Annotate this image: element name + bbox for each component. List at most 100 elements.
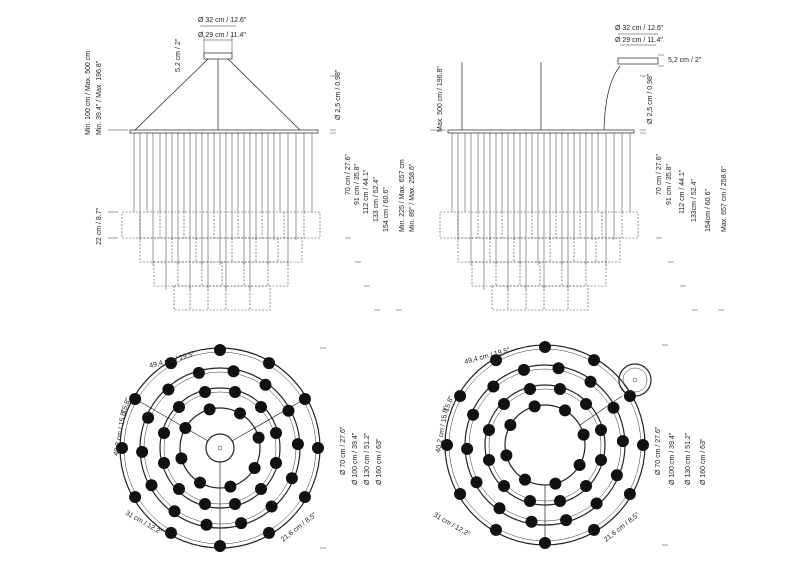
- light-head: [199, 386, 211, 398]
- light-head: [168, 505, 181, 518]
- light-head: [252, 431, 265, 444]
- tier-drop-3: 112 cm / 44.1": [363, 169, 370, 214]
- total-range-label: Min. 225 / Max. 657 cm: [399, 159, 406, 232]
- light-head: [637, 439, 649, 451]
- light-head: [539, 537, 551, 549]
- light-head: [265, 500, 278, 513]
- light-head: [270, 457, 282, 469]
- light-head: [248, 462, 261, 474]
- light-head: [487, 380, 500, 393]
- light-head: [616, 435, 629, 448]
- light-head: [129, 393, 142, 405]
- tier-drop-1: 70 cm / 27.6": [345, 153, 352, 195]
- canopy-inner-diameter: Ø 29 cm / 11.4": [615, 37, 663, 44]
- tier-drop-4: 133 cm / 52.4": [373, 177, 380, 222]
- light-head: [461, 442, 474, 455]
- drop-cables: [133, 133, 313, 290]
- center-hub: [205, 433, 235, 463]
- ring-diameter-160: Ø 160 cm / 63": [700, 438, 707, 485]
- light-head: [255, 483, 267, 495]
- light-head: [524, 383, 536, 395]
- light-head: [519, 473, 531, 486]
- light-head: [165, 526, 177, 539]
- arc-bottom-left-label: 31 cm / 12,2": [124, 510, 163, 537]
- light-head: [441, 439, 453, 451]
- tier-drop-2: 91 cm / 35.8": [354, 163, 361, 205]
- light-head: [229, 498, 241, 510]
- arc-bottom-right-label: 21,6 cm / 8,5": [280, 511, 319, 543]
- light-head: [203, 403, 216, 416]
- light-head: [528, 400, 541, 413]
- light-head: [573, 459, 586, 471]
- light-head: [165, 357, 177, 370]
- light-head: [588, 523, 600, 536]
- ring-diameter-70: Ø 70 cm / 27.6": [655, 426, 662, 475]
- canopy-height-label: 5,2 cm / 2": [668, 57, 702, 64]
- light-head: [175, 452, 188, 465]
- top-ring: [447, 129, 635, 134]
- light-heads: [441, 341, 649, 549]
- light-head: [504, 419, 517, 431]
- light-head: [467, 408, 480, 421]
- right-plan-view: 49,4 cm / 19,5" 15,8" 40,2 cm / 15,8" 31…: [432, 341, 707, 549]
- light-head: [610, 469, 623, 482]
- light-head: [214, 344, 226, 356]
- light-head: [498, 398, 510, 410]
- ring-diameter-130: Ø 130 cm / 51.2": [364, 432, 371, 485]
- canopy-inner-diameter: Ø 29 cm / 11.4": [198, 32, 246, 39]
- ring-diameter-130: Ø 130 cm / 51.2": [685, 432, 692, 485]
- light-head: [224, 480, 237, 493]
- light-head: [145, 479, 158, 492]
- ring-diameter-100: Ø 100 cm / 39.4": [669, 432, 676, 485]
- light-head: [498, 480, 510, 492]
- light-head: [282, 404, 295, 417]
- light-head: [623, 488, 636, 500]
- tier-drop-5: 154cm / 60.6": [705, 189, 712, 232]
- light-head: [142, 411, 155, 424]
- light-head: [524, 495, 536, 507]
- canopy-height-label: 5,2 cm / 2": [175, 38, 182, 72]
- light-head: [235, 517, 248, 530]
- tier-drop-2: 91 cm / 35.8": [666, 163, 673, 205]
- light-head: [595, 454, 607, 466]
- light-head: [470, 476, 483, 489]
- light-head: [554, 383, 566, 395]
- light-head: [500, 449, 513, 462]
- light-head: [590, 497, 603, 510]
- light-head: [312, 442, 324, 454]
- light-head: [227, 365, 240, 378]
- top-ring: [129, 129, 319, 134]
- light-head: [584, 375, 597, 388]
- light-head: [255, 401, 267, 413]
- light-head: [483, 454, 495, 466]
- canopy: [203, 52, 233, 60]
- light-head: [595, 424, 607, 436]
- light-head: [490, 354, 502, 367]
- drop-cables: [451, 133, 631, 290]
- arc-bottom-right-label: 21,6 cm / 8,5": [603, 511, 642, 543]
- light-head: [116, 442, 128, 454]
- light-head: [454, 488, 467, 500]
- total-range-in-label: Min. 89" / Max. 258.6": [409, 163, 416, 232]
- light-head: [263, 357, 275, 370]
- total-max-label: Max. 657 cm / 258.6": [721, 166, 728, 232]
- offset-canopy: [618, 363, 652, 397]
- light-head: [493, 502, 506, 515]
- ring-diameter-70: Ø 70 cm / 27.6": [340, 426, 347, 475]
- ring-diameter-160: Ø 160 cm / 63": [376, 438, 383, 485]
- light-head: [173, 483, 185, 495]
- shade-height-label: 22 cm / 8.7": [96, 207, 103, 245]
- light-head: [554, 495, 566, 507]
- light-heads: [116, 344, 324, 552]
- light-head: [263, 526, 275, 539]
- light-head: [200, 518, 213, 531]
- light-head: [549, 477, 562, 490]
- light-head: [580, 398, 592, 410]
- light-head: [291, 438, 304, 451]
- shade-tiers: [121, 211, 321, 311]
- tier-drop-1: 70 cm / 27.6": [656, 153, 663, 195]
- tier-drop-4: 133cm / 52.4": [691, 179, 698, 222]
- light-head: [539, 341, 551, 353]
- light-head: [194, 476, 206, 489]
- light-head: [490, 523, 502, 536]
